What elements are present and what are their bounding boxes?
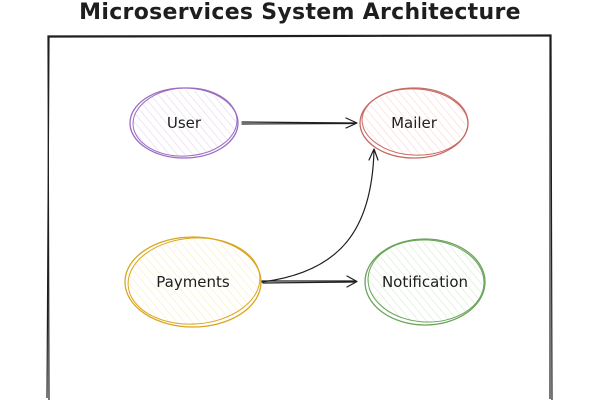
node-outline [361,88,469,156]
arrowhead [346,275,358,288]
frame-stroke [47,34,553,400]
node-label-notification: Notification [382,273,468,291]
edges [241,117,379,288]
edge-payments-to-notification [261,275,358,288]
node-outline [124,236,262,328]
node-fill [132,90,236,156]
node-mailer: Mailer [359,87,469,159]
arrowhead [345,117,358,129]
arrowhead [368,148,379,161]
node-payments: Payments [124,236,262,328]
node-fill [127,239,259,325]
node-user: User [129,87,239,159]
node-outline [127,237,261,325]
node-label-payments: Payments [156,273,230,291]
diagram-frame [46,34,553,400]
edge-user-to-mailer [241,117,358,129]
node-fill [367,241,483,323]
edge-line [261,149,375,283]
node-label-mailer: Mailer [391,114,438,132]
edge-payments-to-mailer [261,148,379,283]
node-outline [132,87,238,157]
node-notification: Notification [364,238,486,326]
node-outline [364,238,486,326]
edge-line [241,121,357,124]
diagram-title: Microservices System Architecture [79,0,521,25]
edge-line [241,122,356,125]
edge-line [262,281,356,284]
node-outline [367,239,485,323]
node-label-user: User [167,114,202,132]
node-fill [362,90,466,156]
frame-stroke [46,35,551,399]
